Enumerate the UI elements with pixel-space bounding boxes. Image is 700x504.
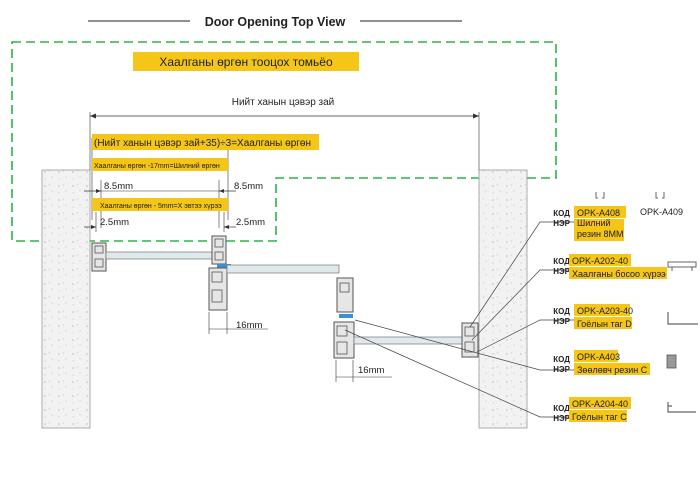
dim-16mm-b: 16mm	[358, 365, 384, 376]
part-5: КОД НЭР OPK-A204-40 Гоёлын таг С	[553, 397, 696, 423]
part-2-ner-label: НЭР	[553, 267, 570, 276]
part-2: КОД НЭР OPK-A202-40 Хаалганы босоо хүрээ	[553, 254, 697, 279]
formula-callout-frame	[11, 41, 557, 242]
part-4: КОД НЭР OPK-A403 Зөөлөвч резин С	[553, 350, 677, 375]
part-1-ner-label: НЭР	[553, 219, 570, 228]
part-1-name: Шилний резин 8ММ	[577, 218, 624, 239]
part-3-profile-sketch	[667, 312, 698, 325]
dim-2-5-left: 2.5mm	[100, 217, 129, 228]
part-2-profile-sketch	[667, 261, 697, 271]
handle-note-highlight	[92, 198, 228, 211]
part-4-profile-sketch	[666, 354, 677, 369]
dim-2-5-right: 2.5mm	[236, 217, 265, 228]
formula-highlight	[92, 134, 319, 150]
formula-text: (Нийт ханын цэвэр зай+35)÷3=Хаалганы өрг…	[94, 138, 311, 149]
dim-16mm-a: 16mm	[236, 320, 262, 331]
handle-length-note: Хаалганы өргөн - 5mm=Х эвтээ хүрээ	[100, 203, 222, 210]
part-2-code: OPK-A202-40	[572, 256, 628, 266]
door-panel-3	[333, 321, 479, 359]
part-5-kod-label: КОД	[553, 404, 570, 413]
diagram-title: Door Opening Top View	[205, 15, 346, 29]
part-1: КОД НЭР OPK-A408 Шилний резин 8ММ OPK-A4…	[553, 192, 683, 241]
part-5-profile-sketch	[667, 402, 696, 413]
part-3-kod-label: КОД	[553, 307, 570, 316]
door-panel-1	[91, 235, 231, 272]
part-1-code: OPK-A408	[577, 208, 620, 218]
formula-title-highlight	[133, 52, 359, 71]
part-3-ner-label: НЭР	[553, 317, 570, 326]
glass-width-note: Хаалганы өргөн -17mm=Шилний өргөн	[94, 162, 220, 170]
part-5-name: Гоёлын таг С	[572, 412, 627, 422]
part-1-kod-label: КОД	[553, 209, 570, 218]
part-1-profile-sketch	[595, 192, 605, 199]
part-3-code: OPK-A203-40	[577, 306, 633, 316]
left-wall	[41, 169, 91, 429]
door-panel-2	[208, 264, 354, 318]
part-5-code: OPK-A204-40	[572, 399, 628, 409]
part-4-code: OPK-A403	[577, 352, 620, 362]
leader-lines	[344, 221, 575, 418]
glass-width-note-highlight	[92, 158, 228, 171]
right-wall	[478, 169, 528, 429]
parts-list: КОД НЭР OPK-A408 Шилний резин 8ММ OPK-A4…	[553, 192, 698, 423]
formula-title: Хаалганы өргөн тооцох томьёо	[159, 55, 333, 69]
dim-8-5-right: 8.5mm	[234, 181, 263, 192]
part-3-name: Гоёлын таг D	[577, 319, 632, 329]
part-3: КОД НЭР OPK-A203-40 Гоёлын таг D	[553, 304, 698, 329]
part-4-ner-label: НЭР	[553, 365, 570, 374]
part-2-kod-label: КОД	[553, 257, 570, 266]
net-width-label: Нийт ханын цэвэр зай	[232, 97, 335, 108]
part-1b-profile-sketch	[655, 192, 665, 199]
part-5-ner-label: НЭР	[553, 414, 570, 423]
part-4-kod-label: КОД	[553, 355, 570, 364]
dim-8-5-left: 8.5mm	[104, 181, 133, 192]
part-4-name: Зөөлөвч резин С	[577, 365, 648, 375]
part-1-extra-code: OPK-A409	[640, 207, 683, 217]
part-2-name: Хаалганы босоо хүрээ	[572, 269, 666, 279]
